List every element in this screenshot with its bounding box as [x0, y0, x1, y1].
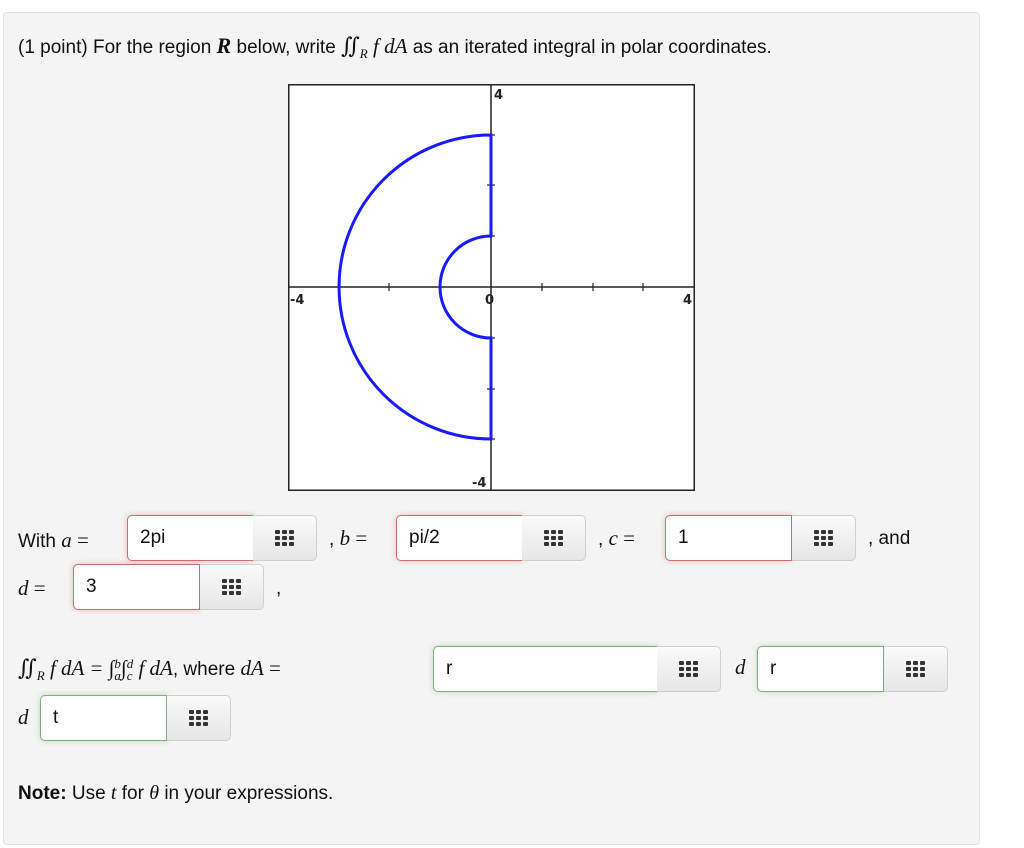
lhs-integrand: f dA =: [44, 656, 109, 680]
prompt-text: (1 point) For the region: [18, 37, 217, 58]
note-text-part: Use: [66, 783, 111, 804]
equation-editor-button-first-differential[interactable]: [884, 646, 948, 692]
region-plot: -4 4 4 -4 0: [287, 83, 696, 492]
answer-d-input[interactable]: 3: [73, 564, 200, 610]
grid-icon: [679, 661, 698, 677]
var-c: c: [608, 526, 618, 550]
lower-limit-a: a: [114, 667, 121, 683]
dA-label: dA: [240, 656, 264, 680]
equals: =: [350, 526, 368, 550]
grid-icon: [906, 661, 925, 677]
c-label: , c =: [598, 526, 635, 551]
answer-dA-input[interactable]: r: [433, 646, 658, 692]
b-label: , b =: [329, 526, 367, 551]
comma: ,: [329, 529, 340, 550]
with-text: With: [18, 531, 62, 552]
and-label: , and: [868, 528, 911, 549]
var-t: t: [110, 782, 117, 804]
with-a-label: With a =: [18, 528, 89, 553]
equation-editor-button-c[interactable]: [792, 515, 856, 561]
integral-symbol: ∫: [108, 656, 115, 680]
answer-b-input[interactable]: pi/2: [396, 515, 523, 561]
where-text: , where: [172, 659, 241, 680]
grid-icon: [544, 530, 563, 546]
answer-second-differential-input[interactable]: t: [40, 695, 167, 741]
x-max-label: 4: [683, 293, 692, 308]
equation-editor-button-dA[interactable]: [657, 646, 721, 692]
region-graph: -4 4 4 -4 0: [287, 83, 696, 492]
answer-c-input[interactable]: 1: [665, 515, 792, 561]
row2-comma: ,: [276, 578, 282, 599]
y-max-label: 4: [494, 88, 503, 103]
d-label: d =: [18, 576, 46, 601]
problem-prompt: (1 point) For the region R below, write …: [18, 33, 772, 62]
answer-d-field: 3: [73, 564, 264, 610]
prompt-text: below, write: [231, 37, 342, 58]
double-integral-symbol: ∬: [341, 33, 360, 58]
integrand: f dA: [367, 34, 408, 58]
equals: =: [28, 576, 46, 600]
y-min-label: -4: [472, 476, 486, 491]
equation-editor-button-b[interactable]: [522, 515, 586, 561]
answer-a-input[interactable]: 2pi: [127, 515, 254, 561]
integral-subscript: R: [359, 45, 368, 61]
equals: =: [617, 526, 635, 550]
double-integral-symbol: ∬: [18, 655, 37, 680]
answer-first-differential-input[interactable]: r: [757, 646, 884, 692]
answer-first-differential-field: r: [757, 646, 948, 692]
grid-icon: [189, 710, 208, 726]
var-a: a: [61, 528, 72, 552]
equation-editor-button-second-differential[interactable]: [167, 695, 231, 741]
var-b: b: [339, 526, 351, 550]
differential-d-label: d: [735, 655, 746, 679]
grid-icon: [275, 530, 294, 546]
grid-icon: [222, 579, 241, 595]
equals: =: [263, 656, 281, 680]
answer-b-field: pi/2: [396, 515, 586, 561]
upper-limit-b: b: [114, 655, 121, 671]
lower-limit-c: c: [126, 667, 133, 683]
x-min-label: -4: [290, 293, 304, 308]
rhs-integrand: f dA: [133, 656, 173, 680]
answer-dA-field: r: [433, 646, 721, 692]
var-theta: θ: [149, 782, 160, 804]
grid-icon: [814, 530, 833, 546]
prompt-text: as an iterated integral in polar coordin…: [407, 37, 772, 58]
comma: ,: [598, 529, 609, 550]
region-symbol: R: [216, 33, 232, 58]
origin-label: 0: [485, 293, 494, 308]
equals: =: [71, 528, 89, 552]
answer-c-field: 1: [665, 515, 856, 561]
answer-second-differential-field: t: [40, 695, 231, 741]
upper-limit-d: d: [126, 655, 134, 671]
equation-editor-button-a[interactable]: [253, 515, 317, 561]
note-text: Note: Use t for θ in your expressions.: [18, 782, 333, 805]
integral-symbol: ∫: [120, 656, 127, 680]
var-d: d: [18, 576, 29, 600]
differential-d-label: d: [18, 705, 29, 729]
note-bold: Note:: [18, 783, 67, 804]
equation-editor-button-d[interactable]: [200, 564, 264, 610]
integral-subscript: R: [36, 667, 45, 683]
note-text-part: in your expressions.: [159, 783, 334, 804]
answer-a-field: 2pi: [127, 515, 317, 561]
note-text-part: for: [116, 783, 150, 804]
